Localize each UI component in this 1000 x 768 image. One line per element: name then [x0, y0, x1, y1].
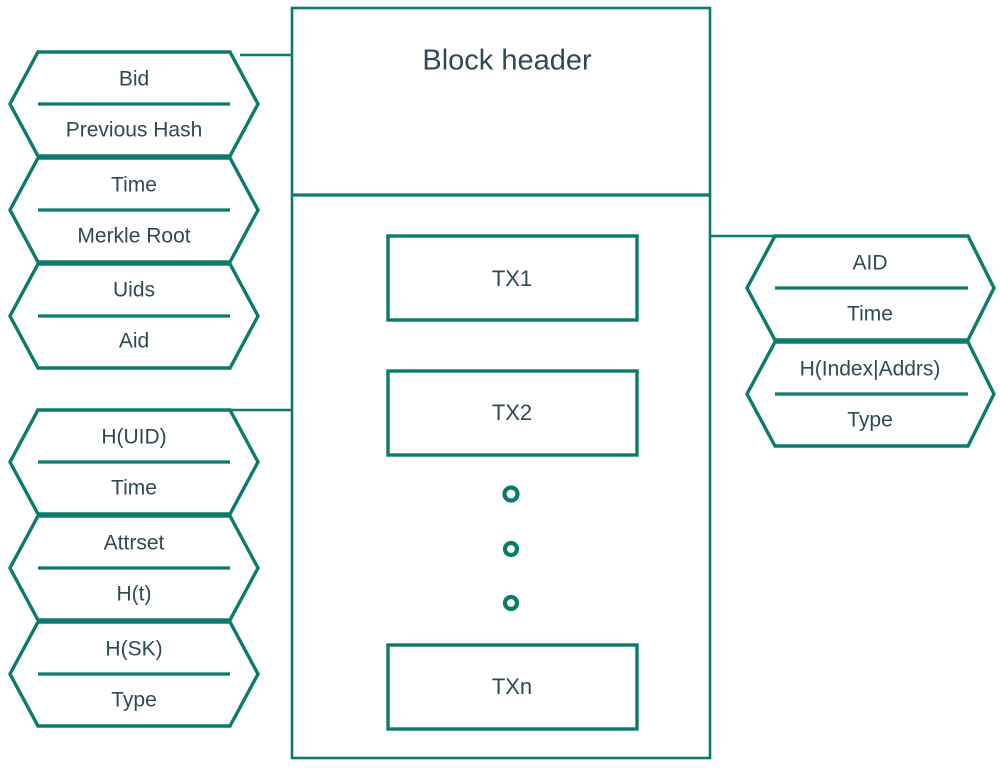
- hexagon-bottom-label: Merkle Root: [77, 225, 190, 248]
- tx2-box-outline: [386, 369, 639, 457]
- ellipsis-dot-icon-2: [502, 540, 520, 558]
- tx1-fields-group: AID Time H(Index|Addrs) Type: [745, 234, 996, 448]
- tx1-box-outline: [386, 234, 639, 322]
- hexagon-top-label: AID: [852, 252, 887, 275]
- hexagon-bottom-label: Previous Hash: [66, 119, 203, 142]
- hexagon-top-label: H(SK): [105, 638, 162, 661]
- hexagon-bottom-label: H(t): [117, 583, 152, 606]
- hexagon-time-merkleroot[interactable]: Time Merkle Root: [8, 156, 260, 264]
- hexagon-top-label: Uids: [113, 279, 155, 302]
- transaction-list: TX1 TX2 TXn: [386, 234, 639, 731]
- hexagon-top-label: H(Index|Addrs): [800, 358, 941, 381]
- hexagon-attrset-ht[interactable]: Attrset H(t): [8, 514, 260, 622]
- hexagon-top-label: Time: [111, 174, 157, 197]
- hexagon-hindexaddrs-type[interactable]: H(Index|Addrs) Type: [745, 340, 996, 448]
- tx1-label: TX1: [492, 266, 532, 291]
- transaction-box-tx1[interactable]: TX1: [386, 234, 639, 322]
- hexagon-bid-previoushash[interactable]: Bid Previous Hash: [8, 50, 260, 158]
- block-header-fields-group: Bid Previous Hash Time Merkle Root Uids …: [8, 50, 260, 370]
- transaction-box-txn[interactable]: TXn: [386, 643, 639, 731]
- hexagon-hsk-type[interactable]: H(SK) Type: [8, 620, 260, 728]
- hexagon-top-label: Bid: [119, 68, 149, 91]
- txn-label: TXn: [492, 674, 532, 699]
- hexagon-top-label: Attrset: [104, 532, 165, 555]
- hexagon-huid-time[interactable]: H(UID) Time: [8, 408, 260, 516]
- hexagon-bottom-label: Type: [847, 409, 893, 432]
- block-header-title: Block header: [422, 45, 592, 77]
- hexagon-bottom-label: Time: [111, 477, 157, 500]
- txn-box-outline: [386, 643, 639, 731]
- ellipsis-dot-icon-1: [502, 485, 520, 503]
- hexagon-bottom-label: Aid: [119, 330, 149, 353]
- hexagon-aid-time[interactable]: AID Time: [745, 234, 996, 342]
- ellipsis-dot-icon-3: [502, 594, 520, 612]
- tx2-label: TX2: [492, 400, 532, 425]
- tx2-fields-group: H(UID) Time Attrset H(t) H(SK) Type: [8, 408, 260, 728]
- transaction-box-tx2[interactable]: TX2: [386, 369, 639, 457]
- hexagon-bottom-label: Type: [111, 689, 157, 712]
- hexagon-uids-aid[interactable]: Uids Aid: [8, 262, 260, 370]
- hexagon-bottom-label: Time: [847, 303, 893, 326]
- transaction-ellipsis: [502, 485, 520, 612]
- hexagon-top-label: H(UID): [101, 426, 166, 449]
